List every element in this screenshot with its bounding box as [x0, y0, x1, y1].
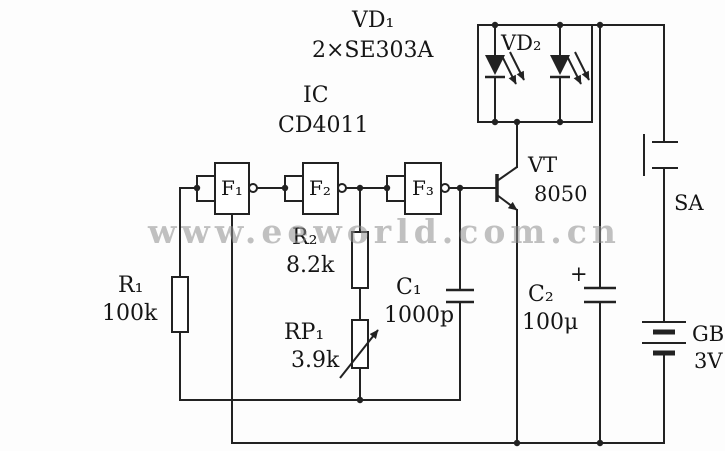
- emission-arrow-icon: [509, 51, 525, 81]
- led-box: [477, 24, 593, 123]
- c1-value: 1000p: [384, 303, 454, 328]
- emission-arrow-icon: [574, 51, 590, 81]
- junction-dot: [356, 184, 364, 192]
- led-module: [477, 24, 593, 123]
- inverter-bubble-icon: [337, 183, 347, 193]
- junction-dots: [193, 21, 604, 447]
- vt-label: VT: [527, 153, 557, 177]
- ic-part-label: CD4011: [278, 113, 368, 138]
- gate-f2-label: F₂: [309, 176, 331, 200]
- led-vd1-symbol: [485, 25, 525, 122]
- junction-dot: [513, 439, 521, 447]
- r2-value: 8.2k: [286, 253, 335, 278]
- junction-dot: [456, 184, 464, 192]
- inverter-bubble-icon: [440, 183, 450, 193]
- wiper-arrow-icon: [339, 329, 379, 379]
- gb-value: 3V: [694, 349, 723, 373]
- c2-plus-sign: +: [570, 262, 588, 286]
- c2-label: C₂: [528, 282, 554, 307]
- emission-arrow-icon: [501, 55, 517, 85]
- potentiometer-rp1: [339, 319, 379, 379]
- gate-body: [214, 162, 250, 215]
- resistor-body: [171, 276, 189, 333]
- resistor-r2: [351, 231, 369, 289]
- junction-dot: [281, 184, 289, 192]
- vd1-label: VD₁: [351, 8, 394, 33]
- resistor-body: [351, 231, 369, 289]
- gate-f1-label: F₁: [221, 176, 243, 200]
- vt-part-label: 8050: [534, 182, 587, 206]
- led-vd2-symbol: [550, 25, 590, 122]
- diode-triangle: [485, 55, 505, 75]
- junction-dot: [556, 118, 564, 126]
- sa-label: SA: [674, 191, 704, 215]
- r1-label: R₁: [118, 273, 143, 298]
- c2-value: 100μ: [522, 310, 578, 335]
- junction-dot: [491, 21, 499, 29]
- diode-triangle: [550, 55, 570, 75]
- ic-label: IC: [303, 83, 329, 108]
- inverter-bubble-icon: [248, 183, 258, 193]
- vd1-part-label: 2×SE303A: [312, 38, 435, 63]
- junction-dot: [491, 118, 499, 126]
- resistor-r1: [171, 276, 189, 333]
- junction-dot: [596, 21, 604, 29]
- junction-dot: [193, 184, 201, 192]
- gate-f1: F₁: [214, 162, 258, 215]
- capacitor-c1: [446, 288, 474, 304]
- wires: [179, 24, 665, 444]
- junction-dot: [383, 184, 391, 192]
- gb-label: GB: [692, 322, 724, 346]
- vd2-label: VD₂: [500, 31, 541, 55]
- battery-gb: [642, 321, 686, 356]
- switch-sa: [643, 134, 678, 176]
- transistor-vt: [495, 166, 518, 211]
- gate-f3: F₃: [404, 162, 450, 215]
- emitter-lead: [496, 194, 518, 211]
- emission-arrow-icon: [566, 55, 582, 85]
- junction-dot: [356, 396, 364, 404]
- capacitor-c2: [584, 286, 616, 304]
- watermark: www.eeworld.com.cn: [147, 212, 621, 251]
- r1-value: 100k: [102, 301, 158, 326]
- collector-lead: [496, 166, 518, 182]
- junction-dot: [556, 21, 564, 29]
- gate-f3-label: F₃: [412, 176, 434, 200]
- c1-label: C₁: [396, 275, 422, 300]
- gate-f2: F₂: [302, 162, 347, 215]
- junction-dot: [596, 439, 604, 447]
- r2-label: R₂: [292, 225, 317, 250]
- rp1-label: RP₁: [284, 320, 324, 345]
- rp1-value: 3.9k: [291, 348, 340, 373]
- junction-dot: [513, 118, 521, 126]
